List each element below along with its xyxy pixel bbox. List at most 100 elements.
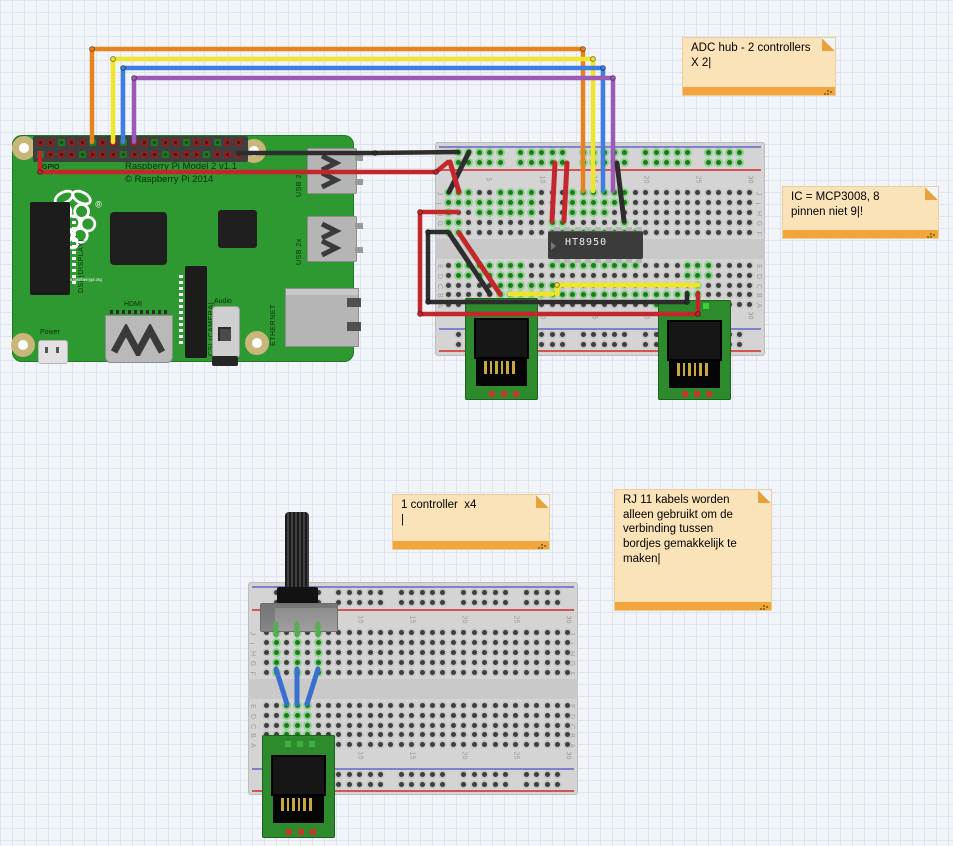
breadboard-hole[interactable] <box>482 741 488 747</box>
breadboard-hole[interactable] <box>664 199 670 205</box>
breadboard-hole[interactable] <box>523 771 529 777</box>
breadboard-hole[interactable] <box>471 629 477 635</box>
breadboard-hole[interactable] <box>461 629 467 635</box>
breadboard-hole[interactable] <box>440 781 446 787</box>
breadboard-hole[interactable] <box>591 189 597 195</box>
breadboard-hole[interactable] <box>455 219 461 225</box>
breadboard-hole[interactable] <box>346 629 352 635</box>
gpio-pin[interactable] <box>99 139 107 146</box>
breadboard-hole[interactable] <box>528 229 534 235</box>
breadboard-hole[interactable] <box>684 272 690 278</box>
breadboard-hole[interactable] <box>455 341 461 347</box>
breadboard-hole[interactable] <box>440 722 446 728</box>
breadboard-hole[interactable] <box>653 149 659 155</box>
breadboard-hole[interactable] <box>409 639 415 645</box>
breadboard-hole[interactable] <box>580 199 586 205</box>
breadboard-hole[interactable] <box>653 199 659 205</box>
breadboard-hole[interactable] <box>409 731 415 737</box>
breadboard-hole[interactable] <box>632 199 638 205</box>
breadboard-hole[interactable] <box>674 272 680 278</box>
breadboard-hole[interactable] <box>622 199 628 205</box>
breadboard-hole[interactable] <box>622 149 628 155</box>
breadboard-hole[interactable] <box>554 741 560 747</box>
breadboard-hole[interactable] <box>632 209 638 215</box>
breadboard-hole[interactable] <box>549 159 555 165</box>
wire-bend-point[interactable] <box>372 150 378 156</box>
breadboard-hole[interactable] <box>664 291 670 297</box>
breadboard-hole[interactable] <box>664 219 670 225</box>
breadboard-hole[interactable] <box>476 159 482 165</box>
breadboard-hole[interactable] <box>284 722 290 728</box>
breadboard-hole[interactable] <box>528 159 534 165</box>
breadboard-hole[interactable] <box>378 731 383 737</box>
breadboard-hole[interactable] <box>430 589 436 595</box>
breadboard-hole[interactable] <box>580 272 586 278</box>
breadboard-hole[interactable] <box>294 659 300 665</box>
breadboard-hole[interactable] <box>565 669 571 675</box>
breadboard-hole[interactable] <box>664 282 670 288</box>
note-title-bar[interactable] <box>393 541 549 549</box>
breadboard-hole[interactable] <box>378 712 383 718</box>
breadboard-hole[interactable] <box>664 272 670 278</box>
breadboard-hole[interactable] <box>580 262 586 268</box>
breadboard-hole[interactable] <box>398 599 404 605</box>
breadboard-hole[interactable] <box>263 702 269 708</box>
breadboard-hole[interactable] <box>419 599 425 605</box>
breadboard-hole[interactable] <box>284 712 290 718</box>
breadboard-hole[interactable] <box>513 722 519 728</box>
breadboard-hole[interactable] <box>518 149 524 155</box>
breadboard-hole[interactable] <box>357 649 363 655</box>
breadboard-hole[interactable] <box>534 731 540 737</box>
breadboard-hole[interactable] <box>612 209 618 215</box>
breadboard-hole[interactable] <box>747 291 753 297</box>
breadboard-hole[interactable] <box>601 291 607 297</box>
breadboard-hole[interactable] <box>450 669 456 675</box>
breadboard-hole[interactable] <box>612 341 618 347</box>
breadboard-hole[interactable] <box>726 229 732 235</box>
gpio-pin[interactable] <box>47 151 55 158</box>
breadboard-hole[interactable] <box>409 669 415 675</box>
breadboard-hole[interactable] <box>263 659 269 665</box>
breadboard-hole[interactable] <box>502 771 508 777</box>
breadboard-hole[interactable] <box>482 629 488 635</box>
breadboard-hole[interactable] <box>471 781 477 787</box>
breadboard-hole[interactable] <box>471 599 477 605</box>
breadboard-hole[interactable] <box>570 301 576 307</box>
breadboard-hole[interactable] <box>632 301 638 307</box>
breadboard-hole[interactable] <box>450 722 456 728</box>
sticky-note-1-controller[interactable]: 1 controller x4 | <box>393 495 549 549</box>
breadboard-hole[interactable] <box>716 149 722 155</box>
breadboard-hole[interactable] <box>487 199 493 205</box>
breadboard-hole[interactable] <box>357 722 363 728</box>
breadboard-hole[interactable] <box>736 272 742 278</box>
breadboard-hole[interactable] <box>674 189 680 195</box>
breadboard-hole[interactable] <box>601 209 607 215</box>
breadboard-hole[interactable] <box>570 272 576 278</box>
breadboard-hole[interactable] <box>273 669 279 675</box>
breadboard-hole[interactable] <box>747 189 753 195</box>
breadboard-hole[interactable] <box>539 219 545 225</box>
breadboard-hole[interactable] <box>643 209 649 215</box>
breadboard-hole[interactable] <box>497 149 503 155</box>
breadboard-hole[interactable] <box>534 771 540 777</box>
breadboard-hole[interactable] <box>554 771 560 777</box>
breadboard-hole[interactable] <box>357 712 363 718</box>
breadboard-hole[interactable] <box>518 189 524 195</box>
breadboard-hole[interactable] <box>430 722 436 728</box>
breadboard-hole[interactable] <box>705 291 711 297</box>
breadboard-hole[interactable] <box>695 272 701 278</box>
breadboard-hole[interactable] <box>461 781 467 787</box>
breadboard-hole[interactable] <box>591 341 597 347</box>
breadboard-hole[interactable] <box>482 589 488 595</box>
breadboard-hole[interactable] <box>544 659 550 665</box>
breadboard-hole[interactable] <box>601 199 607 205</box>
breadboard-hole[interactable] <box>565 659 571 665</box>
breadboard-hole[interactable] <box>736 159 742 165</box>
breadboard-hole[interactable] <box>534 712 540 718</box>
breadboard-hole[interactable] <box>695 199 701 205</box>
gpio-header[interactable] <box>33 136 248 162</box>
breadboard-hole[interactable] <box>674 149 680 155</box>
gpio-pin[interactable] <box>37 151 44 158</box>
breadboard-hole[interactable] <box>398 722 404 728</box>
breadboard-hole[interactable] <box>684 189 690 195</box>
